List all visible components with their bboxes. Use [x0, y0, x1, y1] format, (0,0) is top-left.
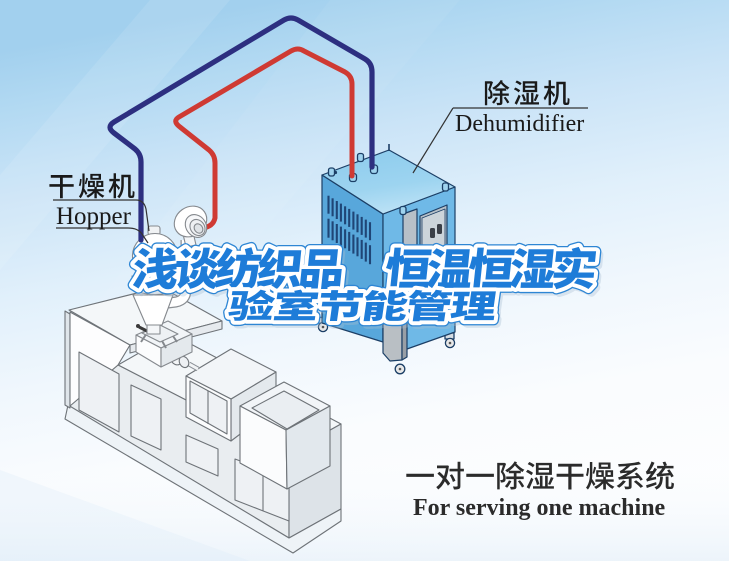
svg-text:Hopper: Hopper — [56, 203, 132, 230]
svg-text:Dehumidifier: Dehumidifier — [455, 111, 584, 137]
svg-text:For serving one machine: For serving one machine — [413, 495, 666, 521]
